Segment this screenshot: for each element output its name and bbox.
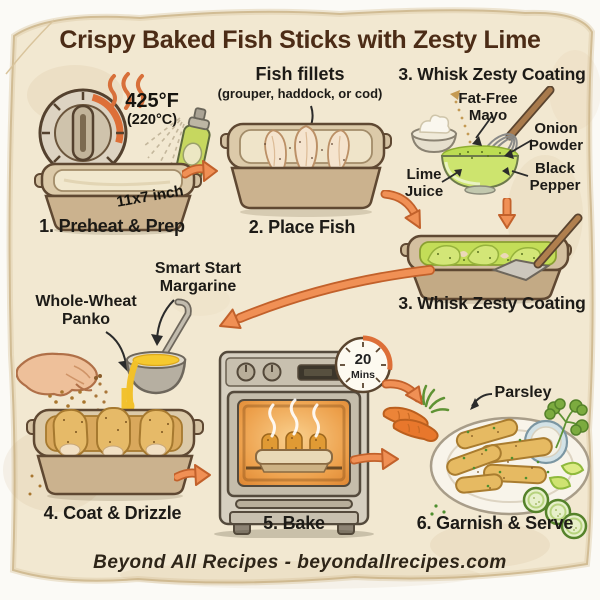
arrow-step4-to-step5 <box>174 464 211 486</box>
coated-fish-pan-illustration <box>400 213 583 304</box>
serving-plate-illustration <box>429 416 591 516</box>
arrow-step1-to-step2 <box>182 160 218 182</box>
arrow-step2-to-coating-pan <box>380 190 421 229</box>
steam-icon <box>268 398 320 438</box>
timer-unit: Mins <box>351 369 375 381</box>
arrow-coating-to-step4 <box>219 265 435 329</box>
step3b-label: 3. Whisk Zesty Coating <box>398 293 586 313</box>
margarine-stream <box>126 360 139 406</box>
panko-callout: Whole-Wheat Panko <box>35 293 137 329</box>
black-pepper-callout: Black Pepper <box>529 160 581 195</box>
zesty-coating-bowl-illustration <box>410 86 555 195</box>
arrow-bowl-to-pan <box>498 198 516 229</box>
parsley-flecks <box>430 426 550 516</box>
parsley-sprig-icon <box>544 398 589 449</box>
lime-juice-callout: Lime Juice <box>404 166 444 201</box>
fish-in-pan-illustration <box>220 122 392 217</box>
onion-powder-callout: Onion Powder <box>528 120 584 155</box>
fish-fillets-callout-sub: (grouper, haddock, or cod) <box>217 86 383 101</box>
page-title: Crispy Baked Fish Sticks with Zesty Lime <box>59 26 541 54</box>
lime-wedges-icon <box>548 461 585 490</box>
fish-fillets-callout: Fish fillets <box>255 64 345 84</box>
timer-value: 20 <box>355 351 372 368</box>
step1-label: 1. Preheat & Prep <box>39 216 185 236</box>
footer-credit: Beyond All Recipes - beyondallrecipes.co… <box>93 552 507 573</box>
mayo-callout: Fat-Free Mayo <box>458 90 518 125</box>
step2-label: 2. Place Fish <box>248 217 356 237</box>
margarine-callout: Smart Start Margarine <box>154 260 242 296</box>
oven-temp-f: 425°F <box>125 90 179 112</box>
breaded-fish-pan-illustration <box>26 388 204 501</box>
sprinkling-hand-illustration <box>16 352 110 420</box>
step5-label: 5. Bake <box>263 513 325 533</box>
oven-handle <box>235 499 353 509</box>
step6-label: 6. Garnish & Serve <box>416 513 574 533</box>
fish-sticks-icon <box>446 418 553 494</box>
margarine-ladle-illustration <box>125 298 192 412</box>
timer-badge: 20 Mins <box>334 335 393 394</box>
arrow-step5-to-step6-top <box>382 379 423 405</box>
carrots-icon <box>382 384 450 442</box>
baking-pan-illustration <box>34 162 202 235</box>
cucumber-slices-icon <box>522 486 588 540</box>
oven-temp-c: (220°C) <box>126 112 178 128</box>
oven-illustration <box>214 350 374 538</box>
step3-heading: 3. Whisk Zesty Coating <box>398 64 586 84</box>
heat-waves-icon <box>107 72 145 110</box>
parsley-callout: Parsley <box>494 384 552 401</box>
arrow-step5-to-step6-bottom <box>350 448 399 470</box>
parsley-pointer <box>470 393 493 410</box>
oven-drawer <box>229 511 359 525</box>
step4-label: 4. Coat & Drizzle <box>43 503 182 523</box>
margarine-pointer <box>151 299 175 346</box>
oven-dial-icon <box>38 88 128 178</box>
paper-crease <box>5 19 55 75</box>
